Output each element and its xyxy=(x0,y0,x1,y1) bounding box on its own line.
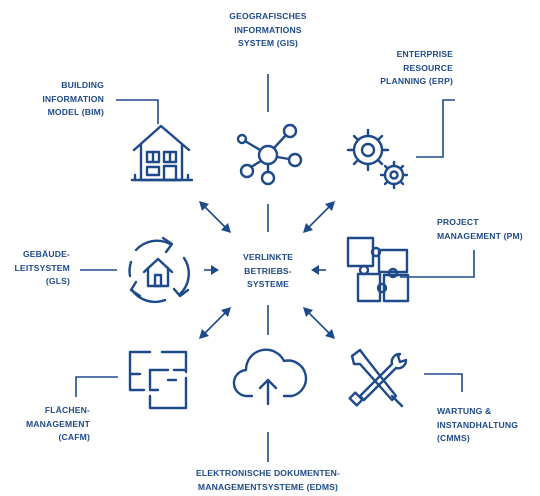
label-cafm-line1: FLÄCHEN- xyxy=(44,405,90,415)
label-edms-line2: MANAGEMENTSYSTEME (EDMS) xyxy=(197,481,339,492)
label-edms-line1: ELEKTRONISCHE DOKUMENTEN- xyxy=(195,468,341,478)
network-icon xyxy=(236,123,303,186)
leader-bim xyxy=(116,99,159,124)
label-gis: GEOGRAFISCHES INFORMATIONS SYSTEM (GIS) xyxy=(218,10,318,51)
label-bim-line1: BUILDING xyxy=(61,80,104,90)
arrow-cafm xyxy=(199,307,231,339)
label-cmms: WARTUNG & INSTANDHALTUNG (CMMS) xyxy=(437,405,537,446)
label-cmms-line2: INSTANDHALTUNG xyxy=(437,419,519,430)
house-icon xyxy=(130,124,194,182)
tools-icon xyxy=(348,348,408,408)
label-erp-line3: PLANNING (ERP) xyxy=(380,76,453,86)
floorplan-icon xyxy=(128,350,188,410)
arrow-pm xyxy=(311,265,326,275)
label-pm: PROJECT MANAGEMENT (PM) xyxy=(437,216,537,243)
label-gis-line2: INFORMATIONS xyxy=(234,24,302,35)
leader-cmms xyxy=(424,373,463,392)
leader-erp xyxy=(416,99,455,158)
leader-lines xyxy=(75,74,475,462)
leader-cafm xyxy=(75,376,118,397)
hub-label: VERLINKTE BETRIEBS- SYSTEME xyxy=(226,251,310,292)
label-bim-line3: MODEL (BIM) xyxy=(47,107,104,117)
puzzle-icon xyxy=(346,236,410,303)
label-pm-line2: MANAGEMENT (PM) xyxy=(437,230,523,241)
label-cmms-line1: WARTUNG & xyxy=(437,406,492,416)
label-bim-line2: INFORMATION xyxy=(42,93,104,104)
label-pm-line1: PROJECT xyxy=(437,217,479,227)
label-edms: ELEKTRONISCHE DOKUMENTEN- MANAGEMENTSYST… xyxy=(168,467,368,494)
label-cafm-line2: MANAGEMENT xyxy=(25,418,90,429)
label-erp-line1: ENTERPRISE xyxy=(396,49,453,59)
label-bim: BUILDING INFORMATION MODEL (BIM) xyxy=(20,79,104,120)
arrow-erp xyxy=(303,201,335,233)
label-gls-line3: (GLS) xyxy=(45,276,70,286)
home-cycle-icon xyxy=(128,236,190,304)
label-gls-line1: GEBÄUDE- xyxy=(22,249,70,259)
label-gls-line2: LEITSYSTEM xyxy=(14,262,70,273)
label-gls: GEBÄUDE- LEITSYSTEM (GLS) xyxy=(4,248,70,289)
label-erp: ENTERPRISE RESOURCE PLANNING (ERP) xyxy=(355,48,453,89)
label-gis-line1: GEOGRAFISCHES xyxy=(229,11,307,21)
hub-label-line3: SYSTEME xyxy=(246,279,290,289)
leader-pm xyxy=(400,250,475,278)
hub-label-line1: VERLINKTE xyxy=(242,252,294,262)
label-gis-line3: SYSTEM (GIS) xyxy=(237,38,299,48)
gears-icon xyxy=(346,128,409,190)
label-cafm: FLÄCHEN- MANAGEMENT (CAFM) xyxy=(18,404,90,445)
label-erp-line2: RESOURCE xyxy=(403,62,453,73)
arrow-cmms xyxy=(303,307,335,339)
hub-arrows xyxy=(199,201,335,339)
arrow-bim xyxy=(199,201,231,233)
hub-label-line2: BETRIEBS- xyxy=(244,265,292,276)
cloud-upload-icon xyxy=(232,348,308,406)
label-cmms-line3: (CMMS) xyxy=(437,433,470,443)
label-cafm-line3: (CAFM) xyxy=(58,432,90,442)
arrow-gls xyxy=(204,265,219,275)
